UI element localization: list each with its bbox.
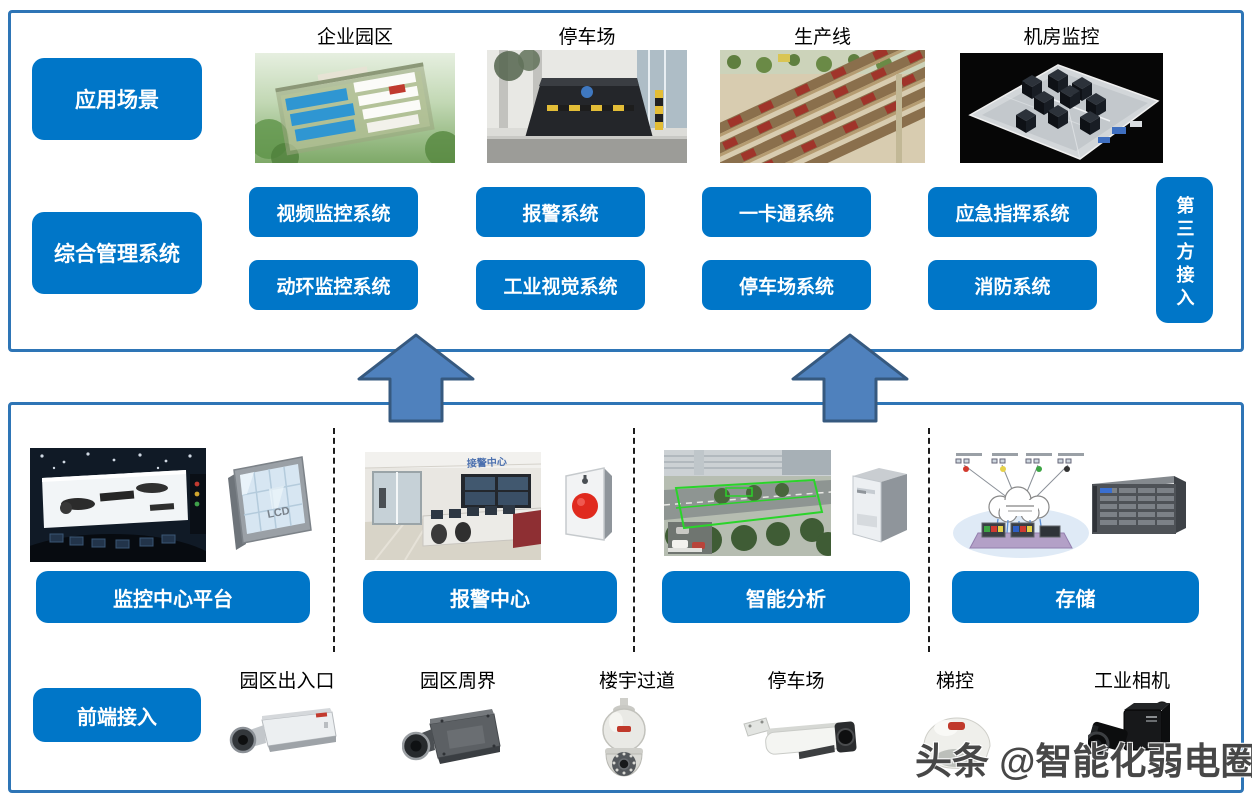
bullet-camera-icon: [740, 712, 862, 772]
scene-label-production: 生产线: [793, 27, 851, 48]
system-video-surveillance: 视频监控系统: [249, 187, 418, 237]
analysis-server-icon: [845, 464, 913, 544]
parking-entrance-image: [487, 50, 687, 163]
storage-network-diagram: [950, 445, 1092, 559]
system-emergency-command: 应急指挥系统: [928, 187, 1097, 237]
system-one-card: 一卡通系统: [702, 187, 871, 237]
system-env-monitoring: 动环监控系统: [249, 260, 418, 310]
device-label-elevator: 梯控: [935, 671, 974, 692]
elevator-dome-camera-icon: [918, 706, 996, 772]
up-arrow-right: [791, 333, 909, 423]
third-party-access-label: 第三方接入: [1156, 177, 1213, 323]
bar-storage: 存储: [952, 571, 1199, 623]
application-scenarios-label: 应用场景: [32, 58, 202, 140]
lcd-wall-icon: LCD: [214, 452, 314, 552]
monitoring-center-image: [30, 448, 206, 562]
bar-alarm-center: 报警中心: [363, 571, 617, 623]
system-parking: 停车场系统: [702, 260, 871, 310]
scene-label-campus: 企业园区: [316, 27, 393, 48]
up-arrow-left: [357, 333, 475, 423]
device-label-corridor: 楼宇过道: [598, 671, 675, 692]
section-divider-1: [333, 428, 335, 652]
section-divider-2: [633, 428, 635, 652]
bar-smart-analysis: 智能分析: [662, 571, 910, 623]
box-camera-dark-icon: [402, 706, 502, 776]
watermark-text: 头条 @智能化弱电圈: [915, 741, 1252, 782]
storage-rack-icon: [1086, 472, 1188, 538]
integrated-management-label: 综合管理系统: [32, 212, 202, 294]
scene-label-serverroom: 机房监控: [1023, 27, 1100, 48]
lcd-text: LCD: [266, 505, 291, 521]
industrial-camera-icon: [1088, 700, 1172, 764]
section-divider-3: [928, 428, 930, 652]
campus-aerial-image: [255, 53, 455, 163]
frontend-access-label: 前端接入: [33, 688, 201, 742]
system-machine-vision: 工业视觉系统: [476, 260, 645, 310]
device-label-parking: 停车场: [767, 671, 825, 692]
alarm-room-sign-text: 接警中心: [466, 455, 507, 470]
smart-analysis-image: [664, 450, 831, 556]
device-label-entrance: 园区出入口: [239, 671, 335, 692]
device-label-industrial: 工业相机: [1093, 671, 1170, 692]
device-label-perimeter: 园区周界: [419, 671, 496, 692]
panic-button-icon: [560, 464, 616, 544]
alarm-center-image: 接警中心: [365, 452, 541, 560]
production-line-image: [720, 50, 925, 163]
scene-label-parking: 停车场: [558, 27, 616, 48]
system-alarm: 报警系统: [476, 187, 645, 237]
ptz-dome-camera-icon: [596, 698, 652, 790]
server-room-image: [960, 53, 1163, 163]
box-camera-white-icon: [228, 706, 340, 768]
bar-monitoring-center: 监控中心平台: [36, 571, 310, 623]
system-fire: 消防系统: [928, 260, 1097, 310]
